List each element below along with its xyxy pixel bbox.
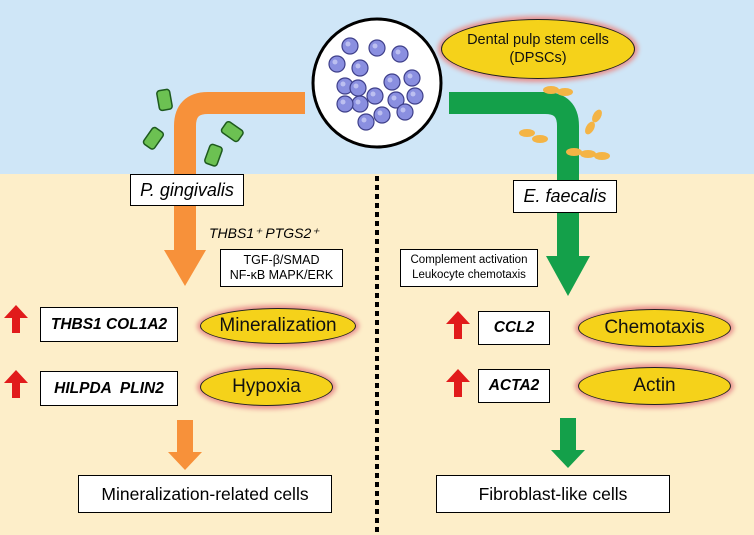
e-faecalis-bacteria-icon xyxy=(519,86,610,160)
stem-cell-cluster-icon xyxy=(311,17,443,149)
orange-small-arrowhead xyxy=(168,452,202,470)
up-arrow-icon xyxy=(4,305,28,333)
orange-arrowhead xyxy=(164,250,206,286)
dpsc-label-ellipse: Dental pulp stem cells (DPSCs) xyxy=(441,19,635,79)
immune-process-box: Complement activation Leukocyte chemotax… xyxy=(400,249,538,287)
process-line-1: Complement activation xyxy=(410,254,528,266)
pathway-line-2: NF-κB MAPK/ERK xyxy=(229,268,334,282)
outcome-mineralization-cells: Mineralization-related cells xyxy=(78,475,332,513)
pathways-box: TGF-β/SMAD NF-κB MAPK/ERK xyxy=(220,249,343,287)
process-line-2: Leukocyte chemotaxis xyxy=(412,269,526,281)
up-arrow-icon xyxy=(446,369,470,397)
actin-ellipse: Actin xyxy=(578,367,731,405)
green-small-arrow-shaft xyxy=(560,418,576,452)
mineralization-ellipse: Mineralization xyxy=(200,308,356,344)
chemotaxis-ellipse: Chemotaxis xyxy=(578,309,731,347)
gene-box-ccl2: CCL2 xyxy=(478,311,550,345)
gene-box-thbs1-col1a2: THBS1 COL1A2 xyxy=(40,307,178,342)
green-arrowhead xyxy=(546,256,590,296)
outcome-fibroblast-cells: Fibroblast-like cells xyxy=(436,475,670,513)
dpsc-abbrev: (DPSCs) xyxy=(509,50,567,66)
orange-small-arrow-shaft xyxy=(177,420,193,454)
up-arrow-icon xyxy=(4,370,28,398)
upregulation-arrows xyxy=(4,305,470,398)
gene-box-acta2: ACTA2 xyxy=(478,369,550,403)
pathway-line-1: TGF-β/SMAD xyxy=(243,253,320,267)
e-faecalis-label: E. faecalis xyxy=(513,180,617,213)
green-small-arrowhead xyxy=(551,450,585,468)
gene-box-hilpda-plin2: HILPDA PLIN2 xyxy=(40,371,178,406)
up-arrow-icon xyxy=(446,311,470,339)
orange-path-arrow xyxy=(174,92,305,252)
marker-genes-label: THBS1⁺ PTGS2⁺ xyxy=(209,225,319,241)
p-gingivalis-bacteria-icon xyxy=(142,88,244,167)
dpsc-label: Dental pulp stem cells xyxy=(467,32,609,48)
p-gingivalis-label: P. gingivalis xyxy=(130,174,244,206)
hypoxia-ellipse: Hypoxia xyxy=(200,368,333,406)
green-path-arrow xyxy=(449,92,579,260)
